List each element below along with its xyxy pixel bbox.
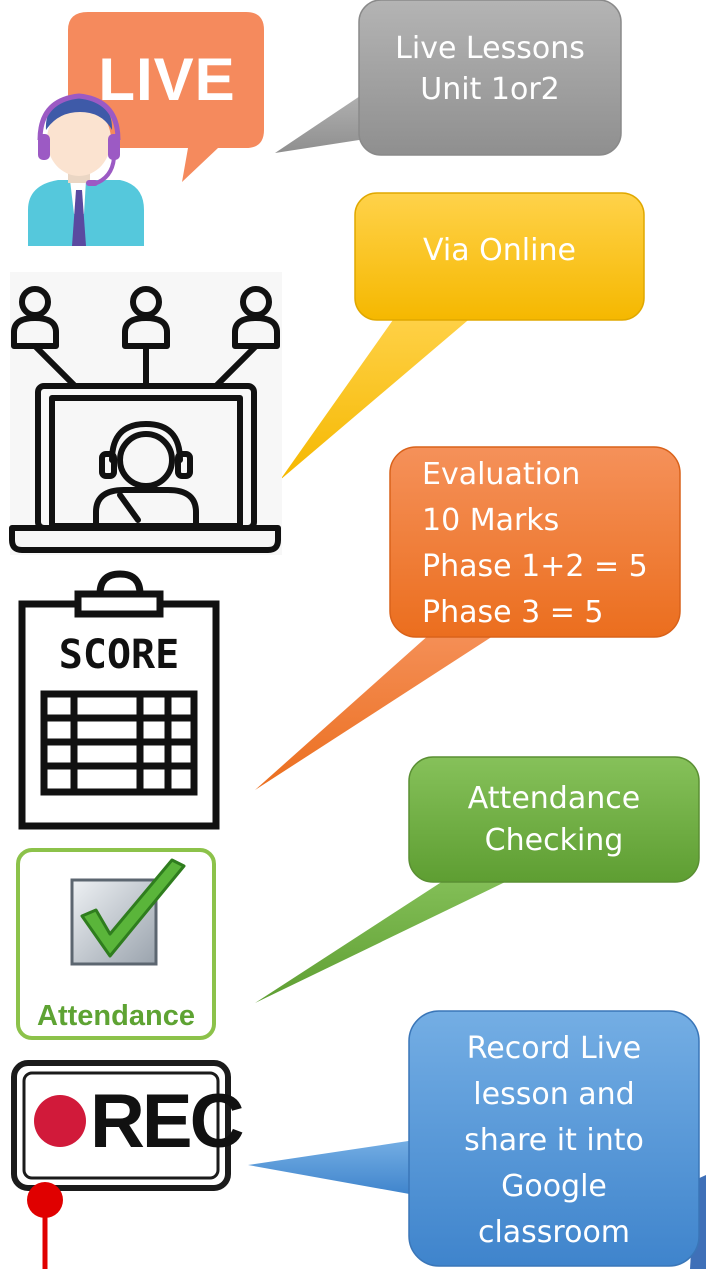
callout-attendance-text: Attendance Checking	[409, 778, 699, 862]
callout-rec-line-5: classroom	[477, 1215, 631, 1250]
callout-attendance-checking	[255, 756, 700, 1003]
callout-online-line-1: Via Online	[423, 233, 576, 268]
callout-evaluation	[255, 446, 681, 790]
callout-att-line-2: Checking	[484, 823, 624, 858]
callout-record-text: Record Live lesson and share it into Goo…	[409, 1026, 699, 1256]
callout-eval-line-3: Phase 1+2 = 5	[422, 549, 648, 584]
live-badge-text: LIVE	[98, 46, 236, 113]
online-class-icon	[9, 272, 282, 555]
score-clipboard-icon	[18, 570, 220, 830]
callout-rec-line-3: share it into	[464, 1123, 644, 1158]
callout-live-line-2: Unit 1or2	[420, 72, 560, 108]
callout-evaluation-text: Evaluation 10 Marks Phase 1+2 = 5 Phase …	[422, 452, 672, 636]
callout-eval-line-4: Phase 3 = 5	[422, 595, 604, 630]
callout-via-online	[280, 192, 645, 480]
callout-live-lessons-text: Live Lessons Unit 1or2	[359, 28, 621, 111]
callout-live-line-1: Live Lessons	[395, 31, 585, 66]
attendance-check-icon	[16, 848, 216, 1040]
callout-via-online-text: Via Online	[355, 230, 644, 271]
live-headset-icon	[28, 12, 264, 246]
callout-eval-line-1: Evaluation	[422, 457, 581, 492]
score-label: SCORE	[58, 632, 180, 678]
callout-rec-line-2: lesson and	[473, 1077, 635, 1112]
callout-att-line-1: Attendance	[467, 781, 641, 816]
callout-rec-line-4: Google	[501, 1169, 607, 1204]
callout-live-lessons	[275, 0, 622, 156]
rec-label: REC	[90, 1079, 244, 1164]
callout-record	[248, 1010, 706, 1269]
rec-icon	[11, 1060, 231, 1269]
callout-rec-line-1: Record Live	[466, 1031, 642, 1066]
callout-eval-line-2: 10 Marks	[422, 503, 560, 538]
attendance-label: Attendance	[37, 1000, 195, 1032]
